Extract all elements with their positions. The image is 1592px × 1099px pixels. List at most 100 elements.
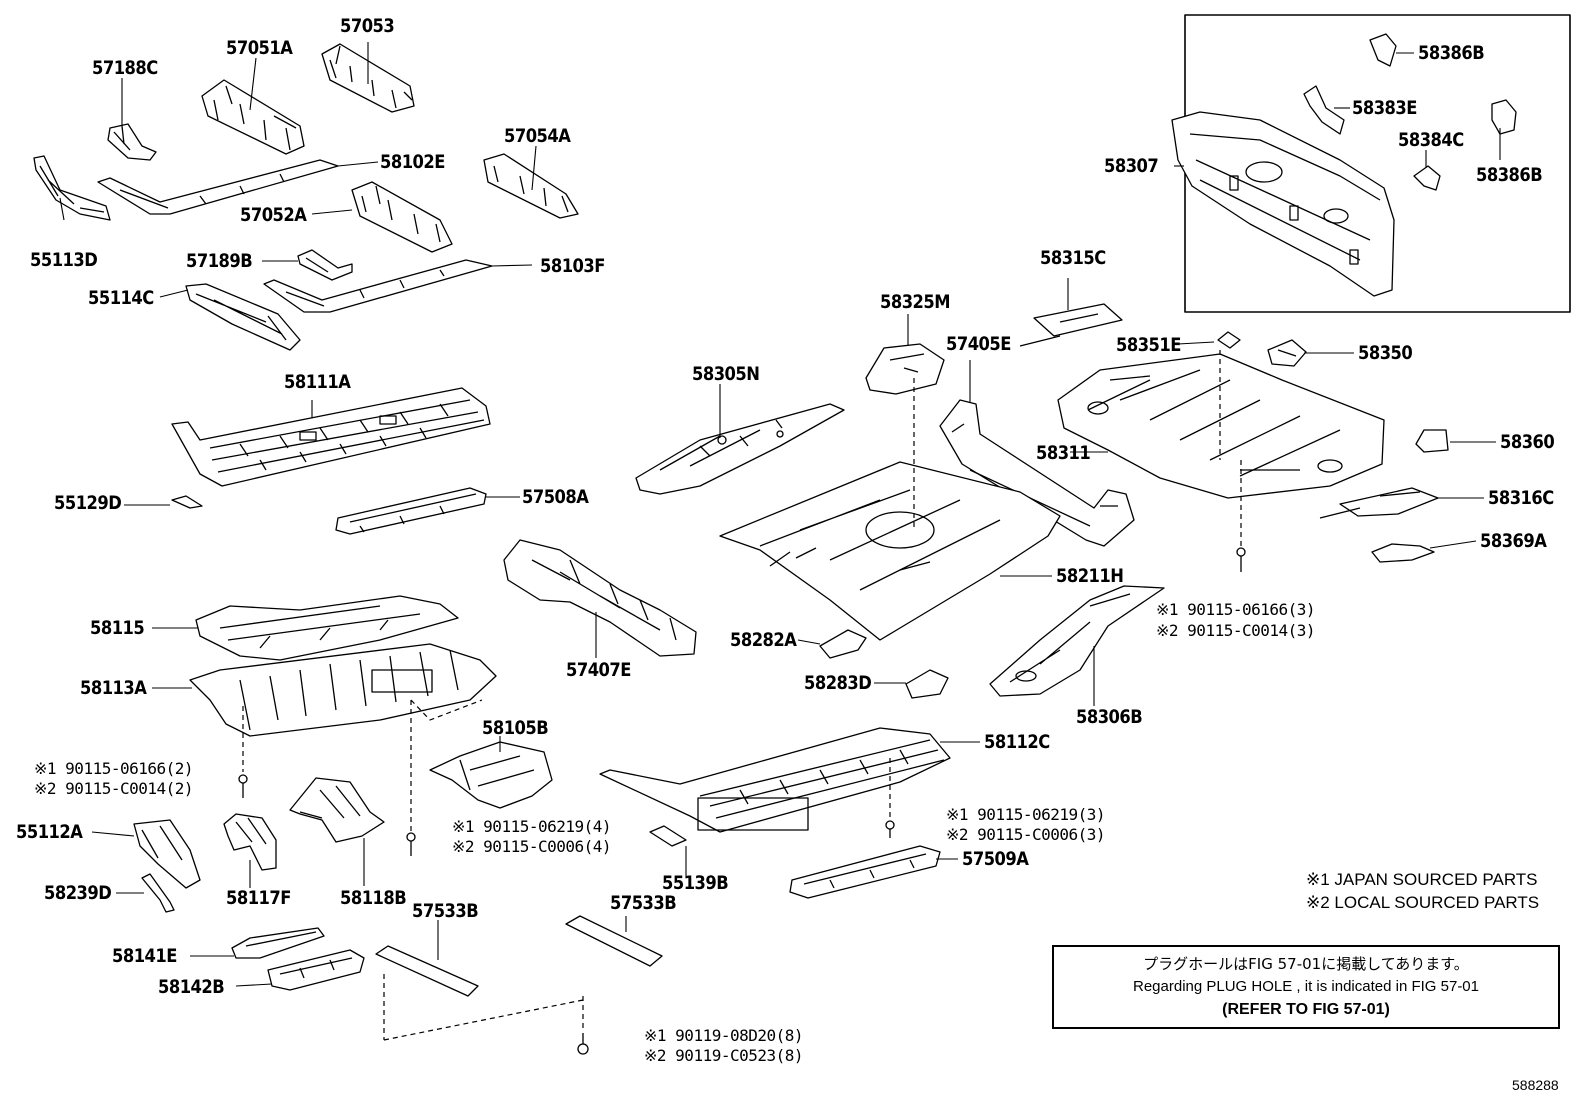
part-55113D-shape [33, 155, 111, 221]
part-58117F-shape [223, 813, 277, 871]
label-58369A: 58369A [1480, 530, 1547, 552]
part-57052A-shape [351, 181, 453, 253]
label-58386B-right: 58386B [1476, 164, 1543, 186]
label-58311: 58311 [1036, 442, 1091, 464]
part-58351E-shape [1217, 331, 1241, 349]
fastener-label: ※1 90115-06166(3) [1156, 600, 1316, 619]
label-57053: 57053 [340, 15, 395, 37]
label-58141E: 58141E [112, 945, 177, 967]
part-57533B-left-shape [375, 945, 479, 997]
part-58239D-shape [141, 873, 175, 913]
label-57051A: 57051A [226, 37, 293, 59]
part-55129D-shape [171, 495, 203, 509]
label-57189B: 57189B [186, 250, 253, 272]
legend-local-sourced: ※2 LOCAL SOURCED PARTS [1306, 893, 1540, 912]
note-line-refer: (REFER TO FIG 57-01) [1222, 1001, 1390, 1018]
fastener-label: ※2 90115-C0014(2) [34, 779, 194, 798]
label-57405E: 57405E [946, 333, 1011, 355]
label-57533B-left: 57533B [412, 900, 479, 922]
part-58103F-shape [263, 259, 493, 313]
label-58305N: 58305N [692, 363, 760, 385]
fastener-label: ※1 90119-08D20(8) [644, 1026, 804, 1045]
part-58115-shape [195, 595, 459, 661]
part-58113A-shape [189, 643, 497, 737]
label-58360: 58360 [1500, 431, 1555, 453]
part-58141E-shape [231, 927, 325, 959]
label-58142B: 58142B [158, 976, 225, 998]
legend-japan-sourced: ※1 JAPAN SOURCED PARTS [1306, 870, 1538, 889]
label-58316C: 58316C [1488, 487, 1554, 509]
part-58350-shape [1267, 339, 1307, 367]
part-55139B-shape [649, 825, 687, 847]
label-58118B: 58118B [340, 887, 407, 909]
part-58105B-shape [429, 741, 553, 809]
label-57509A: 57509A [962, 848, 1029, 870]
part-58386B-right-shape [1491, 99, 1517, 135]
label-58386B-top: 58386B [1418, 42, 1485, 64]
label-58283D: 58283D [804, 672, 872, 694]
label-58112C: 58112C [984, 731, 1050, 753]
label-57054A: 57054A [504, 125, 571, 147]
bolt-icon-3 [1236, 547, 1246, 572]
part-58315C-shape [1019, 303, 1123, 347]
label-57052A: 57052A [240, 204, 307, 226]
label-58306B: 58306B [1076, 706, 1143, 728]
part-58360-shape [1415, 429, 1449, 453]
part-58118B-shape [289, 777, 385, 843]
label-58350: 58350 [1358, 342, 1413, 364]
part-58386B-top-shape [1369, 33, 1397, 67]
part-58282A-shape [819, 629, 867, 659]
part-58311-shape [1057, 353, 1385, 499]
fastener-label: ※1 90115-06166(2) [34, 759, 194, 778]
label-55113D: 55113D [30, 249, 98, 271]
figure-number: 588288 [1512, 1077, 1559, 1093]
label-58113A: 58113A [80, 677, 147, 699]
part-58111A-shape [171, 387, 491, 487]
label-58315C: 58315C [1040, 247, 1106, 269]
label-55139B: 55139B [662, 872, 729, 894]
part-58384C-shape [1413, 165, 1441, 191]
label-58307: 58307 [1104, 155, 1159, 177]
label-57407E: 57407E [566, 659, 631, 681]
label-55112A: 55112A [16, 821, 83, 843]
label-55114C: 55114C [88, 287, 154, 309]
label-58103F: 58103F [540, 255, 605, 277]
label-57533B-right: 57533B [610, 892, 677, 914]
bolt-icon-2 [406, 832, 416, 856]
part-55114C-shape [185, 283, 301, 351]
part-55112A-shape [133, 819, 201, 889]
part-57188C-shape [107, 123, 157, 161]
label-58383E: 58383E [1352, 97, 1417, 119]
label-58282A: 58282A [730, 629, 797, 651]
label-58102E: 58102E [380, 151, 445, 173]
label-58115: 58115 [90, 617, 145, 639]
note-line-jp: プラグホールはFIG 57-01に掲載してあります。 [1143, 955, 1469, 973]
label-58111A: 58111A [284, 371, 351, 393]
fastener-label: ※2 90115-C0006(4) [452, 837, 612, 856]
part-57407E-shape [503, 539, 697, 657]
part-58383E-shape [1303, 85, 1345, 135]
part-58325M-shape [865, 343, 945, 395]
part-58306B-shape [989, 585, 1165, 697]
part-57508A-shape [335, 487, 487, 535]
part-58283D-shape [905, 669, 949, 699]
part-58316C-shape [1319, 487, 1439, 519]
part-58112C-shape [599, 727, 951, 833]
part-58305N-shape [635, 403, 845, 495]
fastener-label: ※2 90115-C0006(3) [946, 825, 1106, 844]
bolt-icon-4 [885, 820, 895, 838]
label-58351E: 58351E [1116, 334, 1181, 356]
bolt-icon-1 [238, 774, 248, 798]
label-58384C: 58384C [1398, 129, 1464, 151]
part-57054A-shape [483, 153, 579, 219]
label-58239D: 58239D [44, 882, 112, 904]
part-58307-shape [1171, 111, 1395, 297]
label-57508A: 57508A [522, 486, 589, 508]
label-58117F: 58117F [226, 887, 291, 909]
label-58325M: 58325M [880, 291, 951, 313]
note-line-en: Regarding PLUG HOLE , it is indicated in… [1133, 978, 1479, 995]
label-55129D: 55129D [54, 492, 122, 514]
part-58369A-shape [1371, 543, 1435, 563]
part-58142B-shape [267, 949, 365, 991]
